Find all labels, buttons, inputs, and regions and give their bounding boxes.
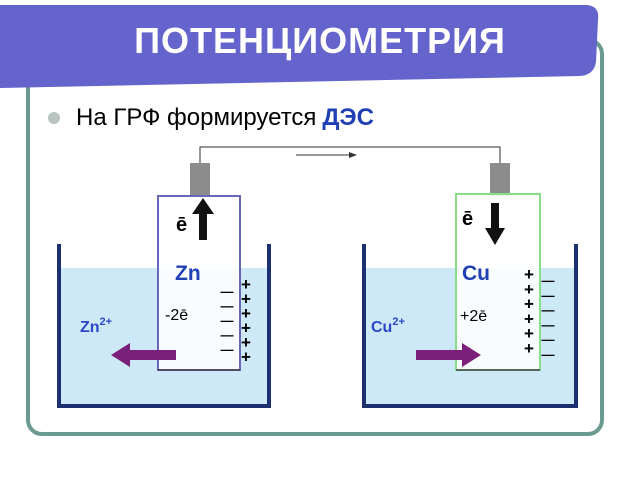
negative-charge: — xyxy=(542,273,555,288)
cu-outer-charges: —————— xyxy=(542,273,555,362)
cu-inner-charges: ++++++ xyxy=(524,265,534,358)
positive-charge: + xyxy=(241,290,251,309)
positive-charge: + xyxy=(241,319,251,338)
zn-vessel xyxy=(57,244,271,408)
negative-charge: — xyxy=(221,342,234,357)
positive-charge: + xyxy=(524,339,534,358)
zn-electron-label: ē xyxy=(176,214,187,236)
cu-electron-arrow-down-icon xyxy=(485,203,505,245)
zinc-cell: ē Zn -2ē ————— ++++++ Zn2+ xyxy=(57,195,271,408)
cu-vessel xyxy=(362,244,578,408)
negative-charge: — xyxy=(542,317,555,332)
positive-charge: + xyxy=(524,295,534,314)
zn-connector xyxy=(190,163,210,196)
zn-ion-label: Zn2+ xyxy=(80,316,112,336)
cu-ion-arrow-right-icon xyxy=(416,343,481,367)
positive-charge: + xyxy=(241,304,251,323)
zn-charge-text: -2ē xyxy=(165,307,188,324)
bullet-emphasis: ДЭС xyxy=(322,104,374,131)
positive-charge: + xyxy=(524,324,534,343)
zn-inner-charges: ————— xyxy=(221,284,234,357)
positive-charge: + xyxy=(241,333,251,352)
cu-connector xyxy=(490,163,510,196)
negative-charge: — xyxy=(542,347,555,362)
zn-outer-charges: ++++++ xyxy=(241,275,251,367)
zn-electron-arrow-up-icon xyxy=(192,198,214,240)
bullet-text: На ГРФ формируется xyxy=(76,104,317,131)
bullet-dot-icon xyxy=(48,112,60,124)
negative-charge: — xyxy=(221,299,234,314)
zn-ion-arrow-left-icon xyxy=(111,343,176,367)
copper-cell: ē Cu +2ē ++++++ —————— Cu2+ xyxy=(362,193,578,408)
cu-ion-label: Cu2+ xyxy=(371,316,405,336)
negative-charge: — xyxy=(221,284,234,299)
positive-charge: + xyxy=(524,309,534,328)
negative-charge: — xyxy=(542,332,555,347)
negative-charge: — xyxy=(542,288,555,303)
page-title: ПОТЕНЦИОМЕТРИЯ xyxy=(134,20,506,61)
title-banner xyxy=(0,5,599,88)
positive-charge: + xyxy=(524,280,534,299)
positive-charge: + xyxy=(241,348,251,367)
banner-shape xyxy=(0,5,599,88)
negative-charge: — xyxy=(542,303,555,318)
positive-charge: + xyxy=(241,275,251,294)
cu-electrode-label: Cu xyxy=(462,262,490,285)
positive-charge: + xyxy=(524,265,534,284)
negative-charge: — xyxy=(221,328,234,343)
zn-electrode-label: Zn xyxy=(175,262,201,285)
cu-charge-text: +2ē xyxy=(460,308,487,325)
bullet-line: На ГРФ формируется ДЭС xyxy=(48,104,374,132)
external-wire xyxy=(199,146,501,163)
negative-charge: — xyxy=(221,313,234,328)
cu-electron-label: ē xyxy=(462,208,473,230)
